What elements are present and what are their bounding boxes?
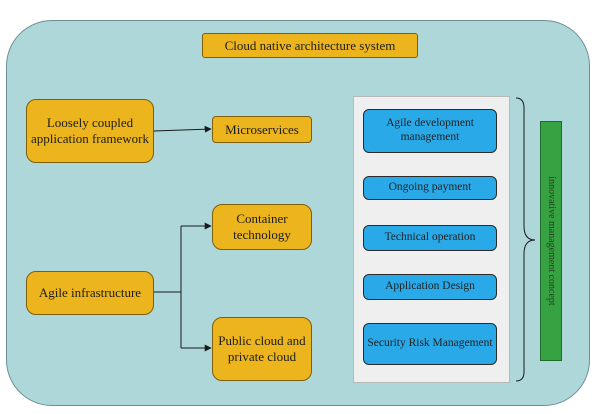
diagram-title: Cloud native architecture system: [202, 33, 418, 58]
agile-infrastructure-box: Agile infrastructure: [26, 271, 154, 315]
application-design-box: Application Design: [363, 274, 497, 300]
innovative-management-concept-label: innovative management concept: [546, 176, 557, 306]
agile-development-management-box: Agile development management: [363, 109, 497, 153]
security-risk-management-box: Security Risk Management: [363, 323, 497, 365]
public-private-cloud-box: Public cloud and private cloud: [212, 317, 312, 381]
microservices-box: Microservices: [212, 116, 312, 143]
ongoing-payment-box: Ongoing payment: [363, 176, 497, 200]
technical-operation-box: Technical operation: [363, 225, 497, 251]
container-technology-box: Container technology: [212, 204, 312, 250]
innovative-management-concept-bar: [540, 121, 562, 361]
loosely-coupled-framework-box: Loosely coupled application framework: [26, 99, 154, 163]
